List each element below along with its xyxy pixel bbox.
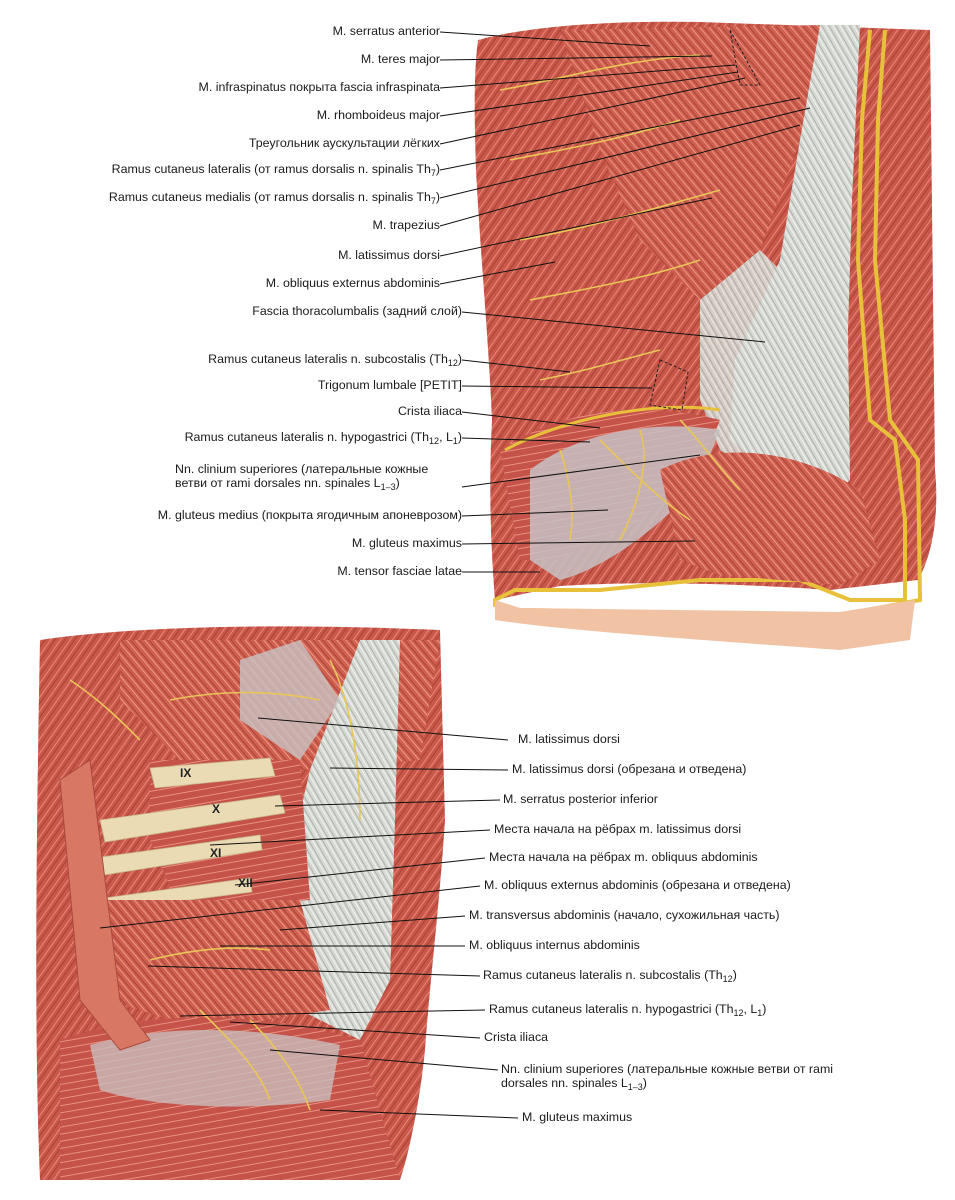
- label-trigonum-lumbale: Trigonum lumbale [PETIT]: [317, 378, 462, 392]
- label-b-origin-latissimus: Места начала на рёбрах m. latissimus dor…: [494, 822, 742, 836]
- top-back-illustration: [474, 21, 937, 650]
- label-crista-iliaca: Crista iliaca: [397, 404, 462, 418]
- rib-number-xii: XII: [238, 876, 253, 890]
- label-fascia-thoracolumbalis: Fascia thoracolumbalis (задний слой): [252, 304, 462, 318]
- label-ramus-hypogastrici: Ramus cutaneus lateralis n. hypogastrici…: [184, 430, 462, 446]
- label-teres-major: M. teres major: [360, 52, 440, 66]
- rib-number-xi: XI: [210, 846, 222, 860]
- label-b-transversus-abdominis: M. transversus abdominis (начало, сухожи…: [469, 908, 780, 922]
- label-ramus-subcostalis: Ramus cutaneus lateralis n. subcostalis …: [208, 352, 462, 368]
- label-b-obliquus-internus: M. obliquus internus abdominis: [469, 938, 640, 952]
- label-b-nn-clinium-superiores: Nn. clinium superiores (латеральные кожн…: [501, 1062, 834, 1092]
- label-auscultation-triangle: Треугольник аускультации лёгких: [248, 136, 440, 150]
- label-b-ramus-hypogastrici: Ramus cutaneus lateralis n. hypogastrici…: [489, 1002, 767, 1018]
- label-b-origin-obliquus: Места начала на рёбрах m. obliquus abdom…: [489, 850, 758, 864]
- label-b-serratus-posterior-inferior: M. serratus posterior inferior: [503, 792, 658, 806]
- label-b-ramus-subcostalis: Ramus cutaneus lateralis n. subcostalis …: [483, 968, 737, 984]
- label-latissimus-dorsi: M. latissimus dorsi: [338, 248, 440, 262]
- rib-number-ix: IX: [180, 766, 192, 780]
- label-infraspinatus: M. infraspinatus покрыта fascia infraspi…: [198, 80, 440, 94]
- label-ramus-cutaneus-medialis-th7: Ramus cutaneus medialis (от ramus dorsal…: [108, 190, 440, 206]
- label-b-latissimus-dorsi: M. latissimus dorsi: [518, 732, 620, 746]
- label-gluteus-medius: M. gluteus medius (покрыта ягодичным апо…: [157, 508, 462, 522]
- label-rhomboideus-major: M. rhomboideus major: [316, 108, 440, 122]
- label-nn-clinium-superiores: Nn. clinium superiores (латеральные кожн…: [175, 462, 429, 492]
- label-ramus-cutaneus-lateralis-th7: Ramus cutaneus lateralis (от ramus dorsa…: [111, 162, 440, 178]
- label-obliquus-externus: M. obliquus externus abdominis: [265, 276, 440, 290]
- label-serratus-anterior: M. serratus anterior: [332, 24, 440, 38]
- label-b-latissimus-dorsi-cut: M. latissimus dorsi (обрезана и отведена…: [512, 762, 747, 776]
- label-tensor-fasciae-latae: M. tensor fasciae latae: [337, 564, 462, 578]
- top-leader-lines: [439, 31, 811, 573]
- label-gluteus-maximus: M. gluteus maximus: [351, 536, 462, 550]
- label-b-gluteus-maximus: M. gluteus maximus: [522, 1110, 633, 1124]
- label-trapezius: M. trapezius: [372, 218, 440, 232]
- bottom-leader-lines: [99, 717, 519, 1119]
- bottom-back-illustration: [36, 626, 445, 1180]
- label-b-crista-iliaca: Crista iliaca: [484, 1030, 549, 1044]
- rib-number-x: X: [212, 802, 221, 816]
- label-b-obliquus-externus-cut: M. obliquus externus abdominis (обрезана…: [484, 878, 791, 892]
